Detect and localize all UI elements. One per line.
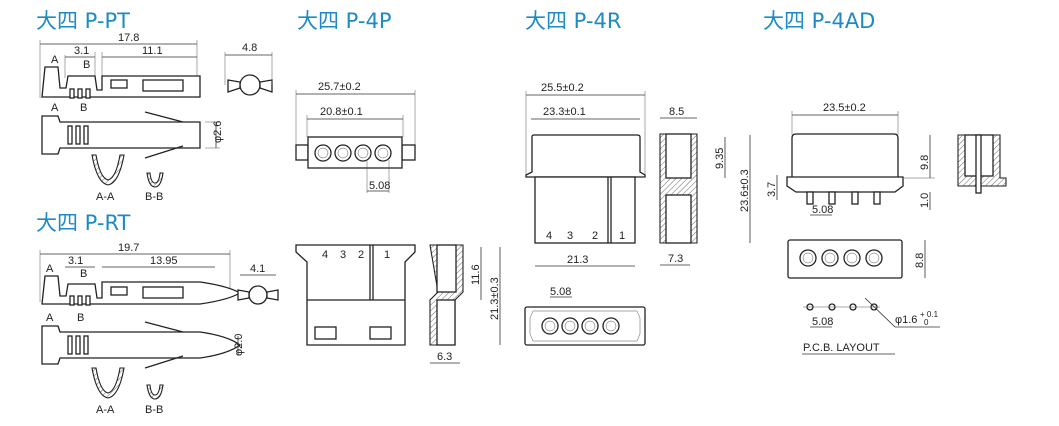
p4r-pin-2: 2	[592, 230, 598, 242]
title-p-4r: 大四 P-4R	[525, 9, 621, 33]
p4ad-width: 23.5±0.2	[823, 102, 866, 114]
p4ad-height: 9.8	[919, 155, 931, 170]
rt-width: 4.1	[250, 263, 265, 275]
pt-section-bb: B-B	[145, 191, 163, 203]
p-4r-housing-drawing	[524, 91, 751, 346]
p4p-outer-width: 25.7±0.2	[318, 81, 361, 93]
p4p-pin-3: 3	[340, 249, 346, 261]
p4r-cap-height: 9.35	[714, 148, 726, 169]
p-pt-terminal-drawing	[39, 40, 273, 188]
pt-section-a-top: A	[51, 54, 59, 66]
pcb-layout-label: P.C.B. LAYOUT	[803, 342, 880, 354]
title-p-rt: 大四 P-RT	[36, 211, 131, 235]
rt-section-a-bottom: A	[46, 312, 54, 324]
p4r-body-width: 21.3	[567, 254, 588, 266]
p4r-height: 23.6±0.3	[739, 169, 751, 212]
p4r-outer-width: 25.5±0.2	[541, 82, 584, 94]
p4ad-hole-pitch: 5.08	[812, 316, 833, 328]
rt-section-b-bottom: B	[77, 312, 84, 324]
p4ad-hole-tolerance-minus: 0	[924, 318, 929, 327]
pt-contact-length: 11.1	[142, 45, 163, 57]
p4r-pin-3: 3	[567, 230, 573, 242]
p4p-inner-width: 20.8±0.1	[320, 106, 363, 118]
rt-section-bb: B-B	[145, 404, 163, 416]
rt-section-b-top: B	[80, 268, 87, 280]
p-4p-housing-drawing	[295, 90, 501, 364]
pt-section-b-top: B	[83, 59, 90, 71]
p4r-side-bottom: 7.3	[668, 253, 683, 265]
p4ad-depth: 8.8	[914, 253, 926, 268]
p4ad-hole-diameter: φ1.6	[895, 314, 917, 326]
p-4ad-header-drawing	[776, 111, 1007, 355]
title-p-4ad: 大四 P-4AD	[763, 9, 875, 33]
p4p-pin-1: 1	[384, 249, 390, 261]
p4r-inner-width: 23.3±0.1	[543, 106, 586, 118]
rt-diameter: φ2.0	[233, 334, 245, 356]
rt-section-a-top: A	[46, 263, 54, 275]
rt-contact-length: 13.95	[150, 255, 178, 267]
pt-section-a-bottom: A	[51, 102, 59, 114]
p4p-height: 21.3±0.3	[489, 277, 501, 320]
title-p-pt: 大四 P-PT	[36, 9, 130, 33]
rt-section-aa: A-A	[96, 404, 115, 416]
pt-diameter: φ2.6	[212, 121, 224, 143]
pt-crimp-length: 3.1	[74, 45, 89, 57]
p4ad-standoff: 1.0	[919, 193, 931, 208]
p4p-thickness: 6.3	[437, 351, 452, 363]
title-p-4p: 大四 P-4P	[297, 9, 391, 33]
p4ad-pin-length: 3.7	[766, 182, 778, 197]
p4r-side-width: 8.5	[669, 106, 684, 118]
pt-overall-length: 17.8	[118, 32, 139, 44]
p4p-pin-4: 4	[322, 249, 328, 261]
p4ad-hole-tolerance-plus: + 0.1	[920, 310, 939, 319]
p4r-pitch: 5.08	[550, 286, 571, 298]
pt-section-b-bottom: B	[80, 102, 87, 114]
p4p-pitch: 5.08	[369, 180, 390, 192]
rt-crimp-length: 3.1	[68, 255, 83, 267]
p4ad-pitch: 5.08	[812, 204, 833, 216]
pt-section-aa: A-A	[96, 191, 115, 203]
rt-overall-length: 19.7	[118, 242, 139, 254]
p4p-depth: 11.6	[470, 264, 482, 285]
pt-width: 4.8	[242, 42, 257, 54]
p4r-pin-4: 4	[546, 230, 552, 242]
p4p-pin-2: 2	[358, 249, 364, 261]
p-rt-terminal-drawing	[39, 250, 279, 400]
p4r-pin-1: 1	[619, 230, 625, 242]
